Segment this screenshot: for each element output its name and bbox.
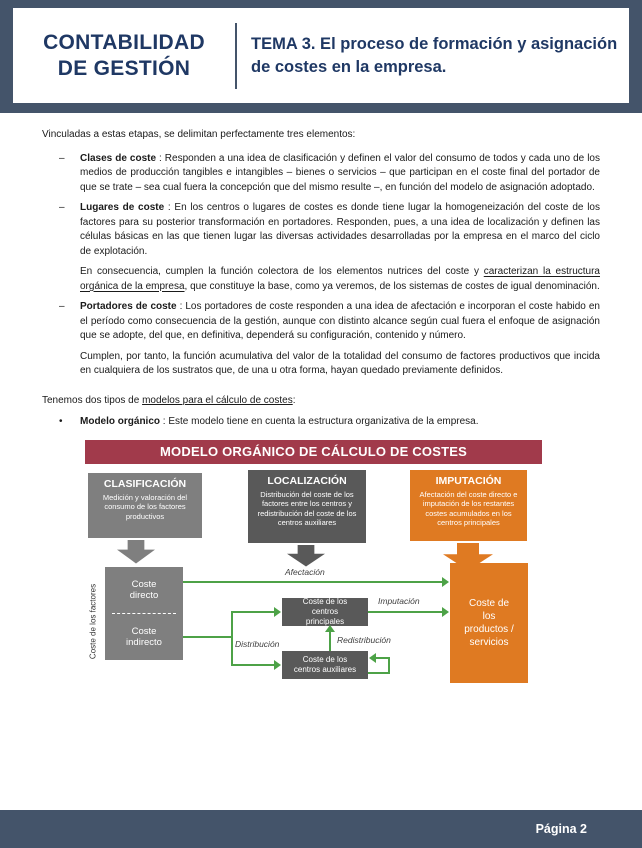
models-intro: Tenemos dos tipos de modelos para el cál… [42,394,600,409]
node-coste-indirecto: Coste indirecto [126,625,162,648]
dash-marker: – [59,202,65,213]
auxiliares-loop-arrowhead-icon [369,652,376,663]
node-centros-auxiliares: Coste de los centros auxiliares [282,650,368,679]
down-arrow-clasificacion-icon [117,539,155,564]
list-item-lugares: – Lugares de coste : En los centros o lu… [42,201,600,259]
models-intro-post: : [292,394,296,406]
redistribucion-arrowhead-icon [325,624,335,632]
stage-imputacion: IMPUTACIÓN Afectación del coste directo … [410,469,527,541]
node-centros-principales: Coste de los centros principales [282,597,368,626]
consecuencia-underlined: caracterizan la estructura orgánica de l… [80,266,600,292]
document-body: Vinculadas a estas etapas, se delimitan … [0,113,642,688]
header-panel: CONTABILIDAD DE GESTIÓN TEMA 3. El proce… [13,8,629,103]
edge-label-imputacion: Imputación [378,595,420,606]
down-arrow-localizacion-icon [287,544,325,567]
models-intro-underlined: modelos para el cálculo de costes [142,394,293,406]
header-divider [235,22,237,89]
paragraph-consecuencia-text: En consecuencia, cumplen la función cole… [80,265,600,294]
stage-imputacion-title: IMPUTACIÓN [435,474,502,487]
page-header: CONTABILIDAD DE GESTIÓN TEMA 3. El proce… [0,0,642,113]
list-item-portadores-text: Portadores de coste : Los portadores de … [80,300,600,344]
auxiliares-loop-bottom-line [368,671,390,674]
course-title-line2: DE GESTIÓN [57,56,191,80]
intro-paragraph: Vinculadas a estas etapas, se delimitan … [42,129,356,140]
models-intro-pre: Tenemos dos tipos de [42,394,143,406]
dashed-divider [112,612,176,614]
distribucion-to-auxiliares-line [231,663,275,666]
node-coste-factores: Coste directo Coste indirecto [105,566,183,660]
list-item-clases-text: Clases de coste : Responden a una idea d… [80,152,600,196]
diagram-title: MODELO ORGÁNICO DE CÁLCULO DE COSTES [85,439,542,464]
imputacion-arrow-line [368,610,442,613]
clases-body-text: : Responden a una idea de clasificación … [80,152,600,193]
distribucion-to-principales-line [231,610,275,613]
bullet-item-modelo-organico: • Modelo orgánico : Este modelo tiene en… [42,415,600,430]
page-number-label: Página 2 [535,822,587,836]
topic-title: TEMA 3. El proceso de formación y asigna… [251,34,618,76]
imputacion-arrowhead-icon [442,606,449,617]
paragraph-consecuencia: En consecuencia, cumplen la función cole… [42,265,600,294]
consecuencia-pre: En consecuencia, cumplen la función cole… [80,266,484,277]
stage-imputacion-desc: Afectación del coste directo e imputació… [419,489,518,528]
stage-localizacion-desc: Distribución del coste de los factores e… [257,489,357,528]
auxiliares-loop-right-line [388,656,390,674]
redistribucion-arrow-line [329,631,331,651]
paragraph-cumplen-text: Cumplen, por tanto, la función acumulati… [80,350,600,377]
stage-clasificacion: CLASIFICACIÓN Medición y valoración del … [88,472,202,538]
node-productos-servicios: Coste de los productos / servicios [450,562,528,683]
edge-label-redistribucion: Redistribución [337,634,391,645]
bullet-marker: • [59,416,63,427]
course-title: CONTABILIDAD DE GESTIÓN [17,30,231,82]
consecuencia-post: , que constituye la base, como ya veremo… [184,280,600,292]
stage-localizacion: LOCALIZACIÓN Distribución del coste de l… [248,469,366,543]
node-coste-directo: Coste directo [129,578,159,601]
modelo-organico-body-text: : Este modelo tiene en cuenta la estruct… [160,416,479,427]
term-lugares-de-coste: Lugares de coste [80,202,165,213]
term-clases-de-coste: Clases de coste [80,152,157,164]
distribucion-riser-down-line [231,635,233,666]
stage-localizacion-title: LOCALIZACIÓN [267,474,347,487]
page-footer: Página 2 [0,810,642,848]
term-modelo-organico: Modelo orgánico [80,416,160,427]
stage-clasificacion-title: CLASIFICACIÓN [103,477,187,490]
afectacion-arrowhead-icon [442,576,449,587]
edge-label-afectacion: Afectación [285,566,325,577]
auxiliares-loop-top-line [376,656,390,659]
list-item-portadores: – Portadores de coste : Los portadores d… [42,300,600,344]
dash-marker: – [59,152,65,164]
dash-marker: – [59,301,65,312]
distribucion-principales-arrowhead-icon [274,606,281,617]
portadores-body-text: : Los portadores de coste responden a un… [80,301,600,341]
list-item-clases: – Clases de coste : Responden a una idea… [42,152,600,196]
afectacion-arrow-line [183,580,442,583]
list-item-lugares-text: Lugares de coste : En los centros o luga… [80,201,600,259]
bullet-item-text: Modelo orgánico : Este modelo tiene en c… [80,415,600,430]
distribucion-riser-up-line [231,611,233,638]
paragraph-cumplen: Cumplen, por tanto, la función acumulati… [42,350,600,379]
edge-label-distribucion: Distribución [235,638,280,649]
cost-model-diagram: MODELO ORGÁNICO DE CÁLCULO DE COSTES CLA… [85,439,542,688]
axis-label-coste-factores: Coste de los factores [88,583,98,659]
distribucion-out-line [183,635,233,638]
term-portadores-de-coste: Portadores de coste [80,301,177,312]
course-title-line1: CONTABILIDAD [43,30,205,54]
distribucion-auxiliares-arrowhead-icon [274,659,281,670]
stage-clasificacion-desc: Medición y valoración del consumo de los… [102,492,188,521]
lugares-body-text: : En los centros o lugares de costes es … [80,202,600,257]
